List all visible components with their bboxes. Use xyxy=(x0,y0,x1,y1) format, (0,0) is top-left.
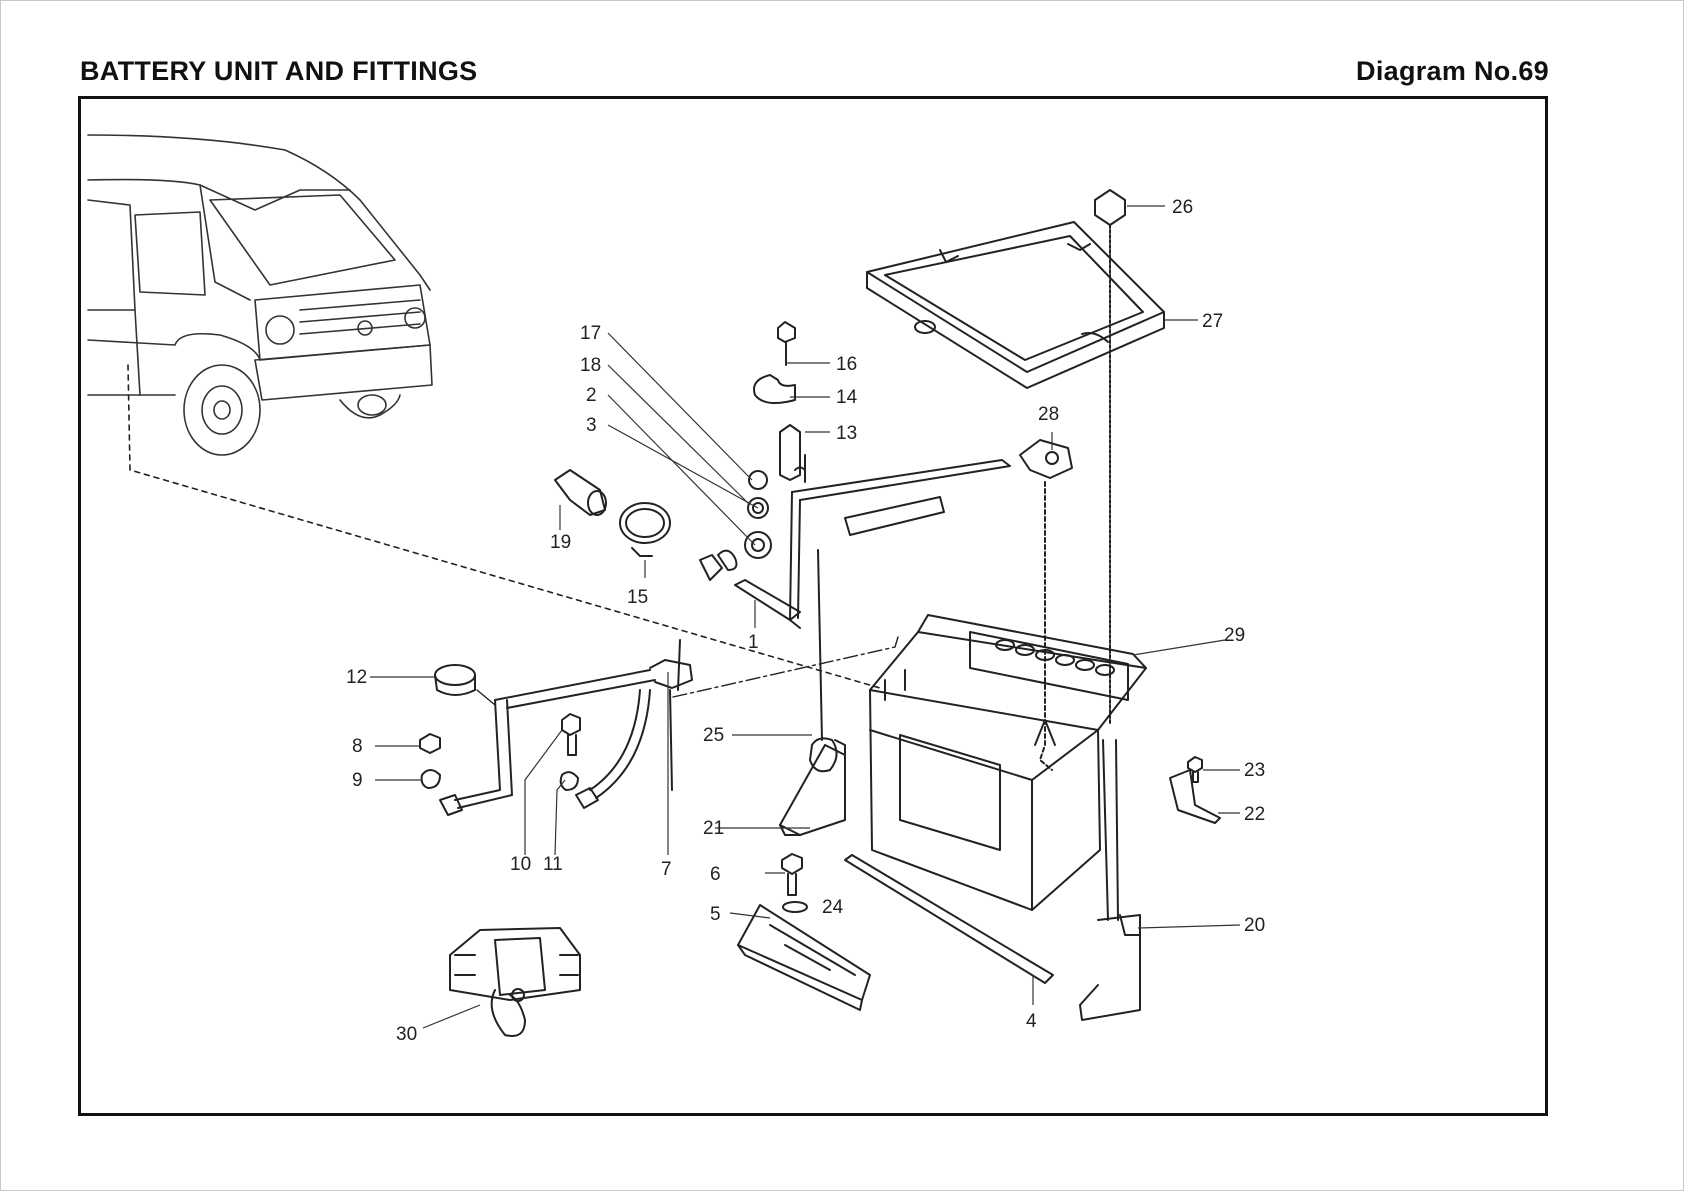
callout-16: 16 xyxy=(836,354,857,375)
callout-labels: 1 2 3 4 5 6 7 8 9 10 11 12 13 14 15 16 1… xyxy=(346,197,1265,1045)
page-title: BATTERY UNIT AND FITTINGS xyxy=(80,56,478,86)
cable-clip-19 xyxy=(554,469,607,516)
callout-27: 27 xyxy=(1202,311,1223,332)
callout-22: 22 xyxy=(1244,804,1265,825)
washer-11 xyxy=(559,771,579,791)
callout-20: 20 xyxy=(1244,915,1265,936)
bolt-23 xyxy=(1187,756,1203,783)
callout-28: 28 xyxy=(1038,404,1059,425)
battery-clamp-frame xyxy=(866,221,1165,389)
bracket-21 xyxy=(779,549,846,836)
callout-2: 2 xyxy=(586,385,597,406)
callout-13: 13 xyxy=(836,423,857,444)
callout-19: 19 xyxy=(550,532,571,553)
terminal-cap-12 xyxy=(434,664,496,706)
hose-clamp-15 xyxy=(619,502,671,557)
callout-21: 21 xyxy=(703,818,724,839)
callout-3: 3 xyxy=(586,415,597,436)
callout-14: 14 xyxy=(836,387,858,408)
diagram-number: Diagram No.69 xyxy=(1356,56,1549,86)
support-tray-5 xyxy=(737,904,871,1011)
callout-25: 25 xyxy=(703,725,724,746)
callout-29: 29 xyxy=(1224,625,1245,646)
assembly-line xyxy=(672,636,899,698)
callout-7: 7 xyxy=(661,859,672,880)
bolt-10 xyxy=(561,713,581,756)
callout-18: 18 xyxy=(580,355,601,376)
diagram-frame xyxy=(78,96,1548,1116)
terminal-clamp xyxy=(1019,439,1073,771)
isolator-switch-30 xyxy=(449,927,581,1037)
callout-6: 6 xyxy=(710,864,721,885)
callout-1: 1 xyxy=(748,632,759,653)
callout-9: 9 xyxy=(352,770,363,791)
callout-15: 15 xyxy=(627,587,648,608)
location-leader-line xyxy=(127,364,881,689)
bracket-22 xyxy=(1169,769,1221,824)
bolt-6 xyxy=(781,853,803,896)
washer-9 xyxy=(420,769,441,789)
callout-4: 4 xyxy=(1026,1011,1037,1032)
van-illustration xyxy=(87,134,433,456)
negative-cable-lower xyxy=(439,639,693,816)
battery-plate-4 xyxy=(844,854,1054,984)
callout-23: 23 xyxy=(1244,760,1265,781)
callout-26: 26 xyxy=(1172,197,1193,218)
small-fittings xyxy=(699,321,801,621)
hold-down-rod xyxy=(1079,189,1141,1021)
positive-cable-upper xyxy=(789,454,1011,629)
nut-8 xyxy=(419,733,441,754)
callout-30: 30 xyxy=(396,1024,417,1045)
callout-10: 10 xyxy=(510,854,531,875)
callout-24: 24 xyxy=(822,897,844,918)
callout-17: 17 xyxy=(580,323,601,344)
callout-5: 5 xyxy=(710,904,721,925)
washer-24 xyxy=(782,901,808,913)
callout-11: 11 xyxy=(543,854,563,875)
callout-8: 8 xyxy=(352,736,363,757)
leader-lines xyxy=(370,205,1241,1029)
callout-12: 12 xyxy=(346,667,367,688)
